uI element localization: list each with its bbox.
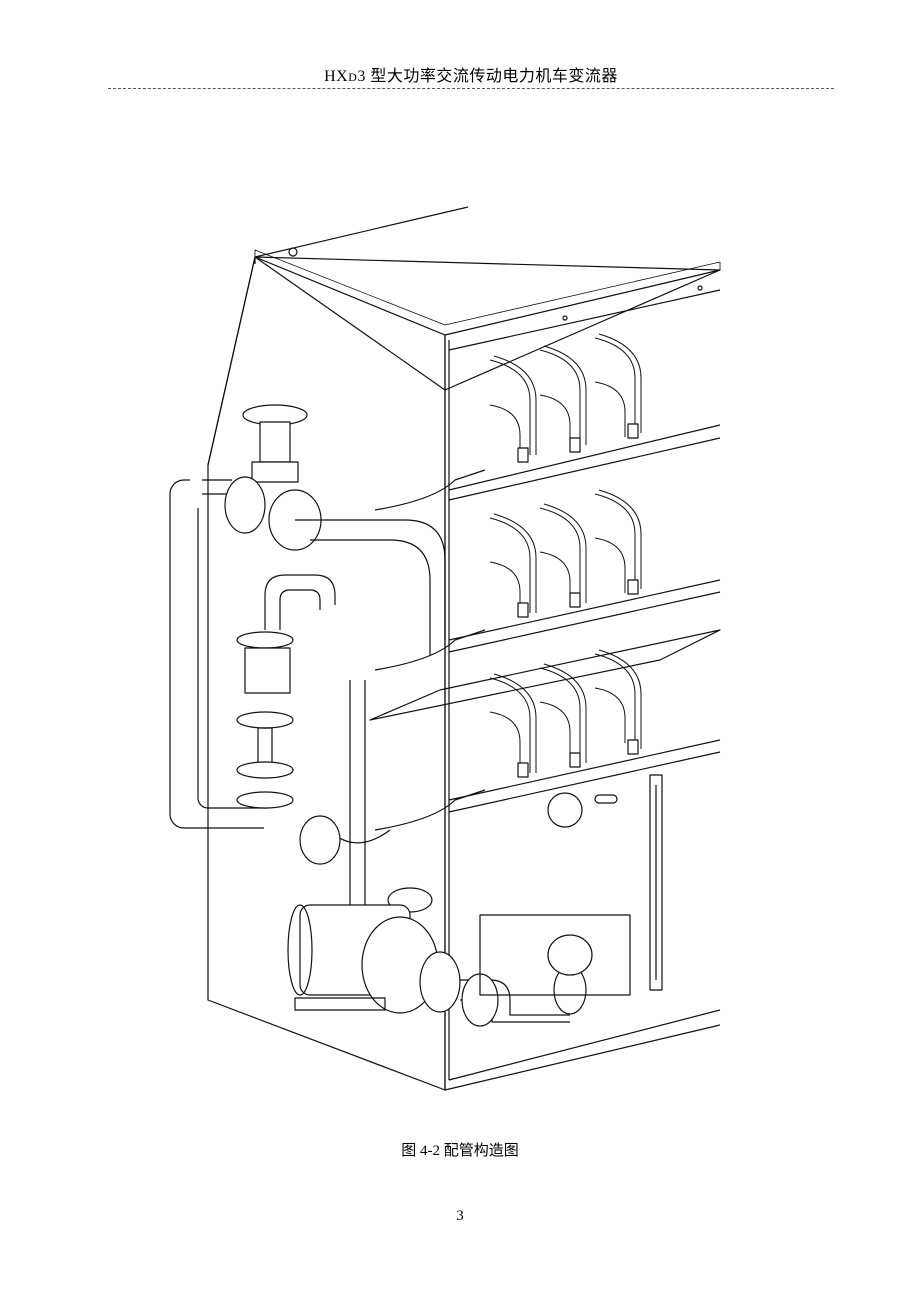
figure-caption: 图 4-2 配管构造图: [401, 1143, 519, 1159]
header-subscript: D: [348, 70, 358, 84]
header-prefix: HX: [324, 68, 349, 85]
header-divider: [108, 88, 834, 89]
page-number: 3: [456, 1208, 464, 1224]
header-title: 3 型大功率交流传动电力机车变流器: [357, 68, 618, 85]
page-header: HXD3 型大功率交流传动电力机车变流器: [108, 62, 834, 86]
piping-structure-drawing: [160, 200, 740, 1110]
